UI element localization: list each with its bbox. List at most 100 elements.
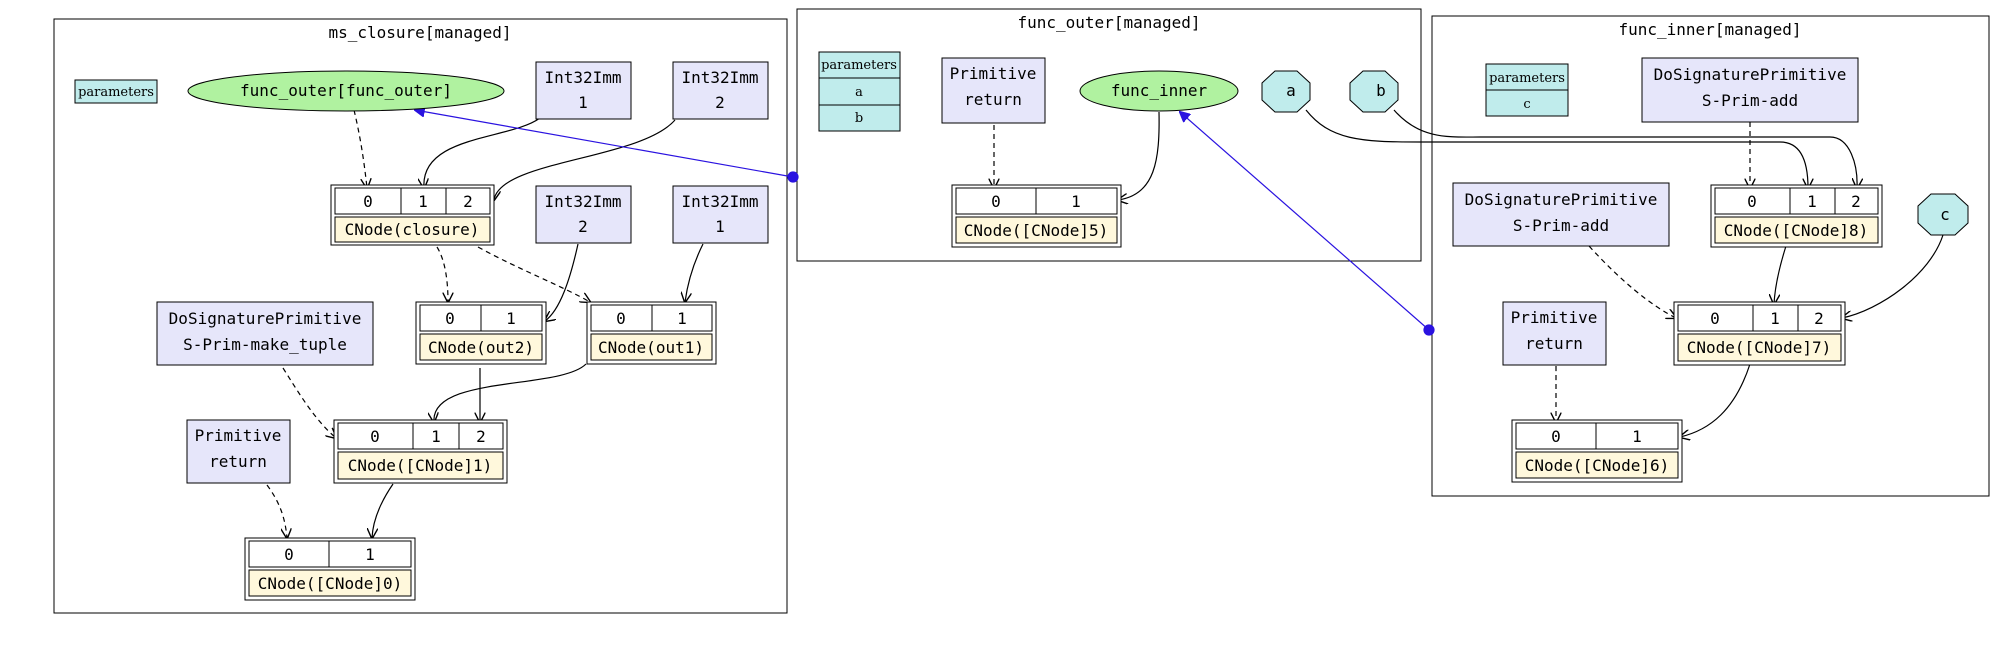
svg-text:func_outer[func_outer]: func_outer[func_outer]	[240, 81, 452, 100]
svg-text:1: 1	[418, 192, 428, 211]
svg-text:CNode([CNode]5): CNode([CNode]5)	[964, 221, 1109, 240]
svg-text:1: 1	[715, 217, 725, 236]
svg-text:Int32Imm: Int32Imm	[544, 68, 621, 87]
svg-text:CNode([CNode]6): CNode([CNode]6)	[1525, 456, 1670, 475]
cnode-record: 0 1 CNode([CNode]0)	[244, 537, 416, 601]
edge	[494, 119, 676, 200]
cluster-title-ms-closure: ms_closure[managed]	[328, 23, 511, 42]
svg-text:return: return	[964, 90, 1022, 109]
do-signature-primitive-node: DoSignaturePrimitive S-Prim-make_tuple	[156, 301, 374, 366]
parameters-table: parameters a b	[818, 51, 901, 132]
do-signature-primitive-node: DoSignaturePrimitive S-Prim-add	[1641, 57, 1859, 123]
svg-text:CNode([CNode]0): CNode([CNode]0)	[258, 574, 403, 593]
cluster-title-func-inner: func_inner[managed]	[1618, 20, 1801, 39]
svg-text:1: 1	[1807, 192, 1817, 211]
edge	[1393, 109, 1857, 188]
svg-text:S-Prim-add: S-Prim-add	[1513, 216, 1609, 235]
edge	[372, 483, 394, 538]
svg-text:2: 2	[1851, 192, 1861, 211]
svg-text:DoSignaturePrimitive: DoSignaturePrimitive	[1654, 65, 1847, 84]
edge	[282, 367, 336, 438]
edge	[685, 243, 704, 302]
svg-text:1: 1	[1632, 427, 1642, 446]
svg-text:1: 1	[431, 427, 441, 446]
svg-text:CNode([CNode]7): CNode([CNode]7)	[1687, 338, 1832, 357]
cnode-record: 0 1 2 CNode([CNode]1)	[333, 419, 508, 484]
svg-text:a: a	[1286, 81, 1296, 100]
svg-text:return: return	[1525, 334, 1583, 353]
svg-text:1: 1	[1071, 192, 1081, 211]
svg-text:c: c	[1523, 97, 1530, 112]
svg-text:CNode(out1): CNode(out1)	[598, 338, 704, 357]
cluster-func-inner: func_inner[managed]	[1431, 15, 1990, 497]
cluster-title-func-outer: func_outer[managed]	[1017, 13, 1200, 32]
primitive-node: Primitive return	[186, 419, 291, 484]
svg-text:0: 0	[1747, 192, 1757, 211]
edge	[1118, 111, 1160, 200]
svg-text:S-Prim-make_tuple: S-Prim-make_tuple	[183, 335, 347, 354]
cnode-record: 0 1 CNode(out2)	[415, 301, 547, 365]
cnode-record: 0 1 2 CNode([CNode]8)	[1710, 184, 1883, 248]
svg-text:Int32Imm: Int32Imm	[544, 192, 621, 211]
cnode-record: 0 1 CNode(out1)	[586, 301, 717, 365]
edge	[353, 109, 367, 188]
svg-text:Int32Imm: Int32Imm	[681, 68, 758, 87]
svg-text:b: b	[855, 111, 863, 126]
edge	[436, 246, 448, 302]
parameter-a-node: a	[1261, 70, 1311, 113]
cluster-func-outer: func_outer[managed]	[796, 8, 1422, 262]
svg-text:0: 0	[445, 309, 455, 328]
edge	[266, 484, 287, 538]
svg-text:CNode(closure): CNode(closure)	[345, 220, 480, 239]
svg-text:1: 1	[677, 309, 687, 328]
edge	[424, 117, 541, 188]
svg-text:0: 0	[363, 192, 373, 211]
int32imm-node: Int32Imm 1	[535, 61, 632, 120]
svg-text:0: 0	[1551, 427, 1561, 446]
parameter-c-node: c	[1917, 193, 1969, 236]
svg-text:1: 1	[1770, 309, 1780, 328]
svg-text:0: 0	[370, 427, 380, 446]
svg-text:c: c	[1940, 205, 1950, 224]
svg-text:CNode(out2): CNode(out2)	[428, 338, 534, 357]
svg-text:Primitive: Primitive	[1511, 308, 1598, 327]
svg-text:2: 2	[476, 427, 486, 446]
svg-text:parameters: parameters	[821, 58, 897, 73]
cnode-record: 0 1 CNode([CNode]6)	[1511, 419, 1683, 483]
svg-text:Int32Imm: Int32Imm	[681, 192, 758, 211]
cnode-record: 0 1 CNode([CNode]5)	[951, 184, 1122, 248]
svg-text:DoSignaturePrimitive: DoSignaturePrimitive	[169, 309, 362, 328]
svg-text:func_inner: func_inner	[1111, 81, 1208, 100]
svg-text:DoSignaturePrimitive: DoSignaturePrimitive	[1465, 190, 1658, 209]
func-outer-call-node: func_outer[func_outer]	[187, 70, 505, 112]
svg-text:parameters: parameters	[78, 85, 154, 100]
do-signature-primitive-node: DoSignaturePrimitive S-Prim-add	[1452, 182, 1670, 247]
cross-edges	[415, 110, 1435, 336]
int32imm-node: Int32Imm 2	[535, 185, 632, 244]
parameter-b-node: b	[1349, 70, 1399, 113]
edge-port-dot	[787, 171, 799, 183]
edge-cross-func-inner	[1180, 112, 1430, 331]
svg-text:return: return	[209, 452, 267, 471]
cluster-ms-closure: ms_closure[managed]	[53, 18, 788, 614]
edge	[1680, 363, 1751, 437]
svg-text:S-Prim-add: S-Prim-add	[1702, 91, 1798, 110]
primitive-node: Primitive return	[941, 57, 1046, 124]
svg-text:Primitive: Primitive	[950, 64, 1037, 83]
edge	[545, 243, 579, 321]
edge	[477, 246, 590, 302]
parameters-table: parameters c	[1485, 63, 1569, 117]
func-inner-call-node: func_inner	[1079, 70, 1239, 112]
edge-cross-func-outer	[415, 110, 794, 178]
svg-text:Primitive: Primitive	[195, 426, 282, 445]
svg-text:0: 0	[616, 309, 626, 328]
edge	[1588, 245, 1676, 318]
svg-text:CNode([CNode]1): CNode([CNode]1)	[348, 456, 493, 475]
edge	[434, 363, 587, 422]
svg-text:0: 0	[284, 545, 294, 564]
svg-text:2: 2	[1814, 309, 1824, 328]
primitive-node: Primitive return	[1502, 301, 1607, 366]
cnode-record: 0 1 2 CNode(closure)	[330, 184, 495, 246]
edge-port-dot	[1423, 324, 1435, 336]
